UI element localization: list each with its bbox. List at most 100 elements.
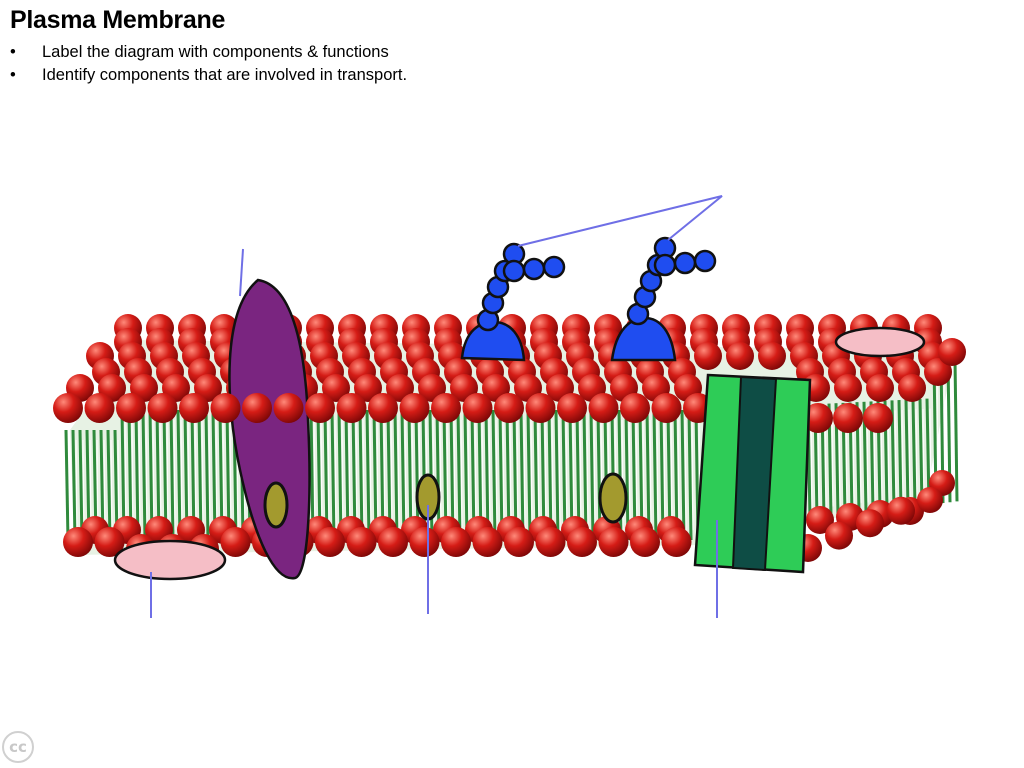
fatty-acid-tail [211, 409, 217, 541]
phospholipid-head [588, 393, 619, 423]
fatty-acid-tail-highlight [376, 419, 379, 531]
fatty-acid-tail-highlight [572, 419, 575, 531]
phospholipid-head [273, 393, 304, 423]
fatty-acid-tail-highlight [110, 439, 113, 531]
fatty-acid-tail-highlight [957, 369, 960, 492]
fatty-acid-tail-highlight [173, 419, 176, 531]
fatty-acid-tail-highlight [474, 419, 477, 531]
fatty-acid-tail [498, 409, 504, 541]
fatty-acid-tail-highlight [530, 419, 533, 531]
phospholipid-head [63, 527, 93, 557]
fatty-acid-tail-highlight [390, 419, 393, 531]
fatty-acid-tail [141, 409, 147, 541]
bullet-marker: • [10, 43, 16, 61]
fatty-acid-tail-highlight [166, 419, 169, 531]
cholesterol-molecule [598, 472, 628, 524]
fatty-acid-tail-highlight [551, 419, 554, 531]
fatty-acid-tail [519, 409, 525, 541]
fatty-acid-tail-highlight [495, 419, 498, 531]
fatty-acid-tail [78, 429, 84, 541]
carbohydrate-chains [476, 236, 717, 332]
fatty-acid-tail [652, 409, 658, 541]
instruction-item: •Label the diagram with components & fun… [10, 41, 407, 64]
fatty-acid-tail-highlight [383, 419, 386, 531]
fatty-acid-tail-highlight [180, 419, 183, 531]
phospholipid-head [409, 527, 440, 557]
fatty-acid-tail-highlight [922, 408, 925, 496]
integral-protein [228, 278, 311, 580]
fatty-acid-tail-highlight [96, 439, 99, 531]
fatty-acid-tail-highlight [369, 419, 372, 531]
upper-leaflet-front-row [53, 393, 893, 433]
phospholipid-head [116, 393, 146, 423]
phospholipid-head [472, 527, 503, 557]
fatty-acid-tail [106, 429, 112, 541]
fatty-acid-tail-highlight [460, 419, 463, 531]
fatty-acid-tail [554, 409, 560, 541]
fatty-acid-tail-highlight [313, 419, 316, 531]
phospholipid-head [866, 374, 894, 402]
phospholipid-head [94, 527, 125, 557]
fatty-acid-tail [904, 399, 910, 508]
phospholipid-head [661, 527, 692, 557]
fatty-acid-tail-highlight [509, 419, 512, 531]
phospholipid-head [210, 393, 241, 423]
fatty-acid-tail-highlight [117, 439, 120, 531]
fatty-acid-tail-highlight [908, 409, 911, 498]
fatty-acid-tail-highlight [208, 419, 211, 531]
phospholipid-head [694, 342, 722, 370]
fatty-acid-tail [169, 409, 175, 541]
fatty-acid-tail-highlight [663, 419, 666, 531]
bullet-marker: • [10, 66, 16, 84]
fatty-acid-tail-highlight [355, 419, 358, 531]
fatty-acid-tail [526, 409, 532, 541]
fatty-acid-tail-highlight [915, 409, 918, 497]
sugar-unit [522, 257, 546, 281]
fatty-acid-tail-highlight [159, 419, 162, 531]
fatty-acid-tail-highlight [89, 439, 92, 531]
fatty-acid-tail-highlight [656, 419, 659, 531]
phospholipid-head [386, 374, 414, 402]
fatty-acid-tail-highlight [439, 419, 442, 531]
phospholipid-head [825, 521, 853, 550]
fatty-acid-tail [561, 409, 567, 541]
fatty-acid-tail-highlight [327, 419, 330, 531]
fatty-acid-tail-highlight [670, 419, 673, 531]
instruction-list: •Label the diagram with components & fun… [10, 41, 407, 87]
phospholipid-head [803, 403, 833, 433]
phospholipid-head [630, 527, 660, 557]
fatty-acid-tail-highlight [523, 419, 526, 531]
fatty-acid-tail-highlight [334, 419, 337, 531]
phospholipid-head [368, 393, 398, 423]
phospholipid-head [917, 487, 943, 513]
fatty-acid-tail-highlight [642, 419, 645, 531]
fatty-acid-tail-highlight [544, 419, 547, 531]
fatty-acid-tail-highlight [341, 419, 344, 531]
peripheral-protein-lower [113, 539, 227, 581]
fatty-acid-tail-highlight [565, 419, 568, 531]
fatty-acid-tail-highlight [649, 419, 652, 531]
fatty-acid-tail [897, 400, 903, 509]
phospholipid-head [322, 374, 350, 402]
fatty-acid-tail [400, 409, 406, 541]
phospholipid-head [147, 393, 178, 423]
fatty-acid-tail [680, 409, 686, 541]
fatty-acid-tail [484, 409, 490, 541]
fatty-acid-tail-highlight [194, 419, 197, 531]
instruction-text: Identify components that are involved in… [42, 66, 408, 84]
phospholipid-head [806, 506, 834, 534]
phospholipid-head [346, 527, 377, 557]
fatty-acid-tail [953, 359, 959, 502]
fatty-acid-tail-highlight [481, 419, 484, 531]
phospholipid-head [758, 342, 786, 370]
fatty-acid-tail-highlight [68, 439, 71, 531]
fatty-acid-tail-highlight [138, 419, 141, 531]
phospholipid-head [887, 496, 915, 525]
phospholipid-head [441, 527, 471, 557]
phospholipid-head [354, 374, 382, 402]
fatty-acid-tail-highlight [901, 410, 904, 499]
fatty-acid-tail-highlight [894, 410, 897, 499]
fatty-acid-tail [645, 409, 651, 541]
sugar-unit [693, 249, 717, 273]
creative-commons-icon: cc [2, 731, 34, 763]
